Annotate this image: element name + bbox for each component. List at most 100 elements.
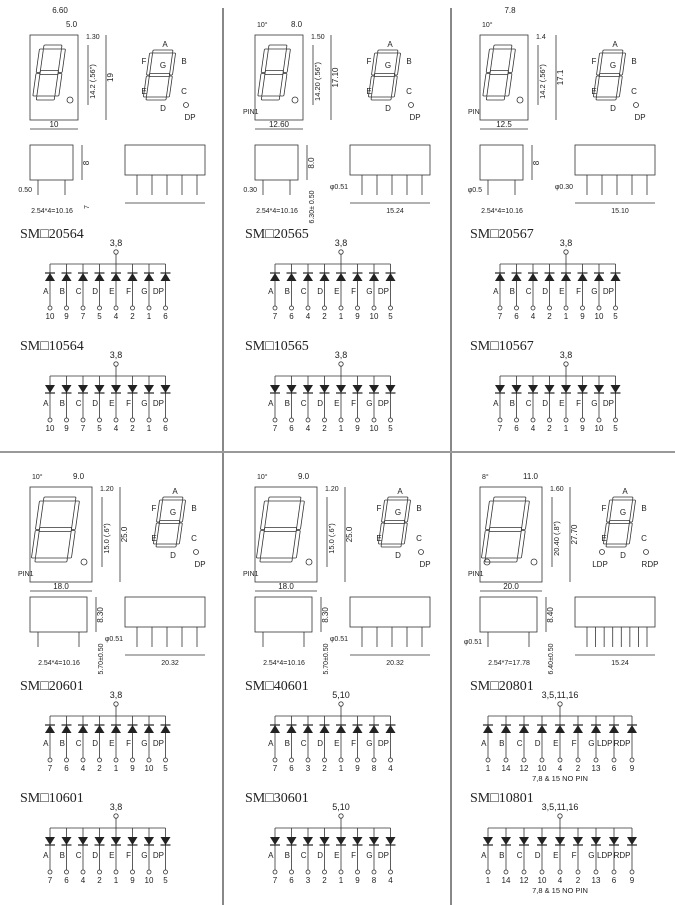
pin-terminal [497, 305, 503, 311]
segment-b [296, 500, 305, 530]
segment-label: C [301, 851, 307, 860]
pin-number: 6 [289, 764, 294, 773]
segment-label-f: F [592, 57, 597, 66]
pin-terminal [485, 757, 491, 763]
pin-number: 1 [564, 312, 569, 321]
pin-number: 12 [520, 764, 529, 773]
pin-terminal [371, 869, 377, 875]
segment-label: E [109, 851, 114, 860]
segment-label-g: G [385, 61, 391, 70]
common-pin-label: 3,8 [335, 238, 348, 248]
segment-label: C [517, 851, 523, 860]
pin-number: 1 [114, 764, 119, 773]
dim-width: 18.0 [278, 582, 294, 591]
led-diode-b [511, 385, 522, 393]
pin-number: 4 [558, 876, 563, 885]
led-diode-c [78, 273, 88, 281]
pin-terminal [563, 305, 569, 311]
segment-d [595, 96, 617, 101]
dim-width: 12.60 [269, 120, 290, 129]
segment-label: RDP [614, 851, 631, 860]
segment-c [166, 75, 173, 98]
dim-end-width: 15.10 [611, 208, 629, 215]
led-diode-f [127, 385, 138, 393]
dp-label: RDP [642, 560, 659, 569]
segment-d [155, 543, 177, 548]
common-pin-terminal [338, 813, 344, 819]
led-diode-c [519, 837, 529, 845]
segment-label: DP [153, 399, 164, 408]
segment-label-d: D [170, 551, 176, 560]
pin-terminal [530, 305, 536, 311]
pin-number: 10 [46, 424, 55, 433]
pin-number: 4 [531, 424, 536, 433]
pin-terminal [47, 417, 53, 423]
led-diode-b [61, 273, 72, 281]
dim-total-height: 25.0 [120, 526, 129, 542]
pin-number: 13 [592, 764, 601, 773]
pin-number: 13 [592, 876, 601, 885]
segment-d [380, 543, 402, 548]
led-diode-dp [610, 385, 621, 393]
segment-label-f: F [602, 504, 607, 513]
led-diode-a [483, 837, 493, 845]
dim-pin-diameter: 0.50 [18, 187, 32, 194]
segment-label: B [60, 399, 65, 408]
common-pin-label: 3,8 [560, 350, 573, 360]
pin-terminal [146, 305, 152, 311]
pin-number: 14 [502, 876, 511, 885]
segment-label: G [366, 851, 372, 860]
segment-b [521, 500, 530, 530]
segment-label: C [301, 739, 307, 748]
dim-pin-diameter-end: φ0.51 [330, 636, 348, 643]
pin-number: 4 [388, 876, 393, 885]
dp-label: DP [634, 113, 645, 122]
pin-number: 1 [147, 312, 152, 321]
pin-number: 5 [388, 312, 393, 321]
pin-number: 4 [306, 312, 311, 321]
pin-number: 10 [595, 424, 604, 433]
segment-map-digit [593, 49, 626, 101]
segment-label: A [43, 287, 49, 296]
segment-b [57, 48, 66, 73]
pin-terminal [64, 757, 69, 763]
segment-label: D [542, 399, 548, 408]
segment-label: F [572, 851, 577, 860]
segment-a [152, 49, 174, 54]
pin-number: 7 [498, 312, 503, 321]
segment-e [32, 73, 41, 97]
pin-terminal [97, 305, 102, 311]
led-diode-e [111, 385, 121, 393]
led-diode-a [45, 385, 55, 393]
segment-d [484, 557, 518, 563]
segment-f [146, 52, 153, 76]
common-pin-label: 5,10 [332, 690, 350, 700]
pin-terminal [388, 869, 393, 875]
common-pin-terminal [557, 813, 563, 819]
segment-label: D [92, 739, 98, 748]
dim-digit-height: 14.20 (.56") [313, 62, 322, 101]
circuit-title: SM□10567 [470, 339, 534, 354]
dp-dot [418, 549, 424, 555]
pin-terminal [580, 305, 585, 311]
front-view-body [254, 34, 304, 121]
side-view-body [254, 144, 299, 181]
dim-segment-width: 9.0 [73, 472, 85, 481]
dim-pin-length: 6.40±0.50 [548, 643, 555, 674]
led-diode-dp [385, 837, 396, 845]
segment-d [145, 96, 167, 101]
pin-terminal [130, 417, 135, 423]
led-diode-f [352, 273, 363, 281]
led-diode-rdp [627, 837, 637, 845]
pin-number: 4 [81, 876, 86, 885]
dim-pin-diameter-end: φ0.51 [105, 636, 123, 643]
segment-label-e: E [141, 87, 146, 96]
segment-label: D [92, 399, 98, 408]
led-diode-d [94, 837, 105, 845]
led-diode-c [78, 837, 88, 845]
